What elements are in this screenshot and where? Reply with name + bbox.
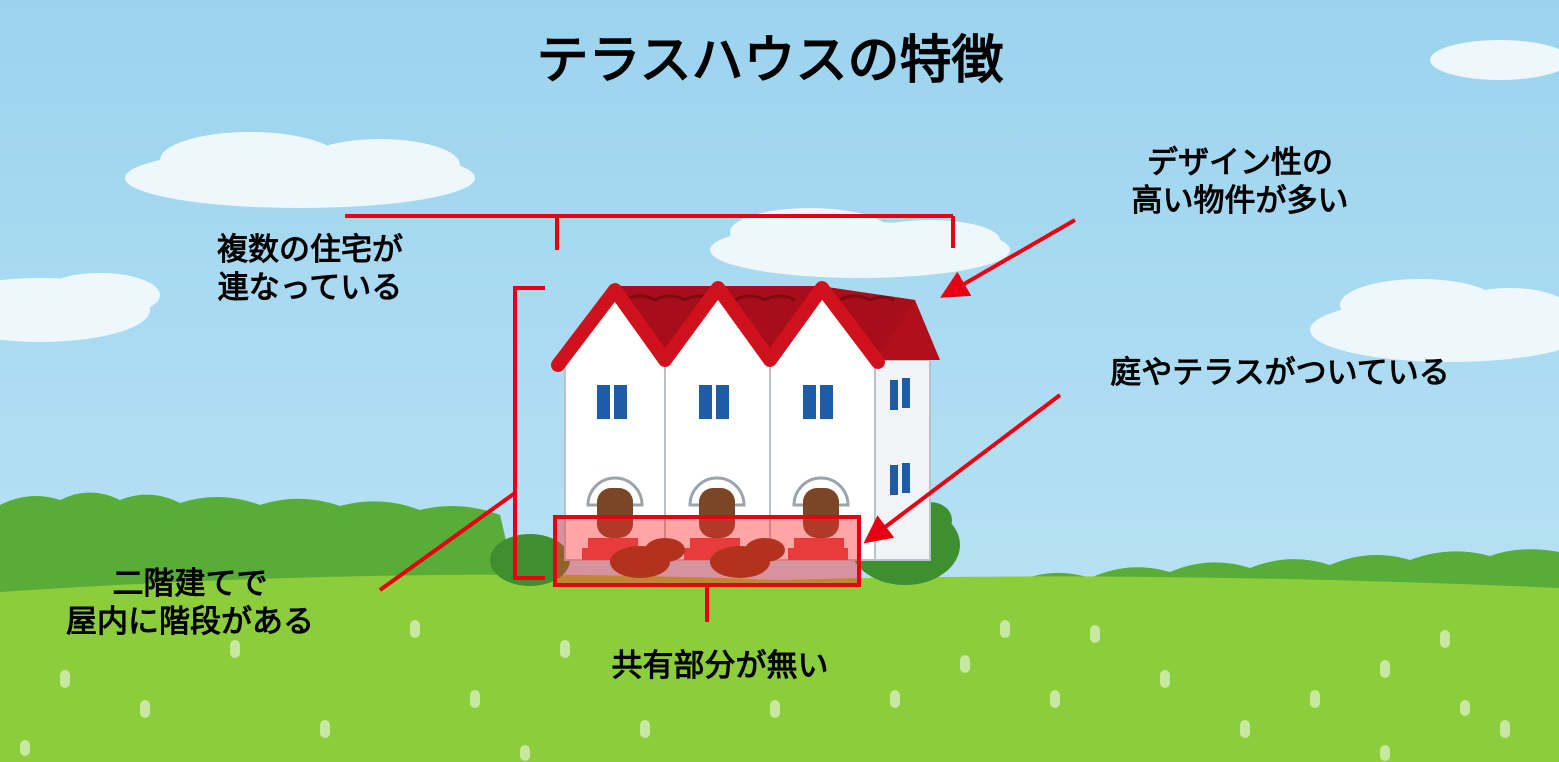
garden-highlight-box (555, 517, 859, 585)
annotation-two-story: 二階建てで 屋内に階段がある (20, 566, 360, 642)
annotation-line: 庭やテラスがついている (1040, 355, 1520, 393)
page-title: テラスハウスの特徴 (330, 30, 1210, 93)
annotation-line: 共有部分が無い (560, 648, 880, 686)
annotation-line: 複数の住宅が (160, 232, 460, 270)
annotation-design: デザイン性の 高い物件が多い (1060, 145, 1420, 221)
annotation-multiple-units: 複数の住宅が 連なっている (160, 232, 460, 308)
annotation-line: 屋内に階段がある (20, 604, 360, 642)
annotation-line: デザイン性の (1060, 145, 1420, 183)
annotation-line: 二階建てで (20, 566, 360, 604)
annotation-line: 高い物件が多い (1060, 183, 1420, 221)
annotation-no-shared-parts: 共有部分が無い (560, 648, 880, 686)
annotation-garden-terrace: 庭やテラスがついている (1040, 355, 1520, 393)
annotation-line: 連なっている (160, 270, 460, 308)
